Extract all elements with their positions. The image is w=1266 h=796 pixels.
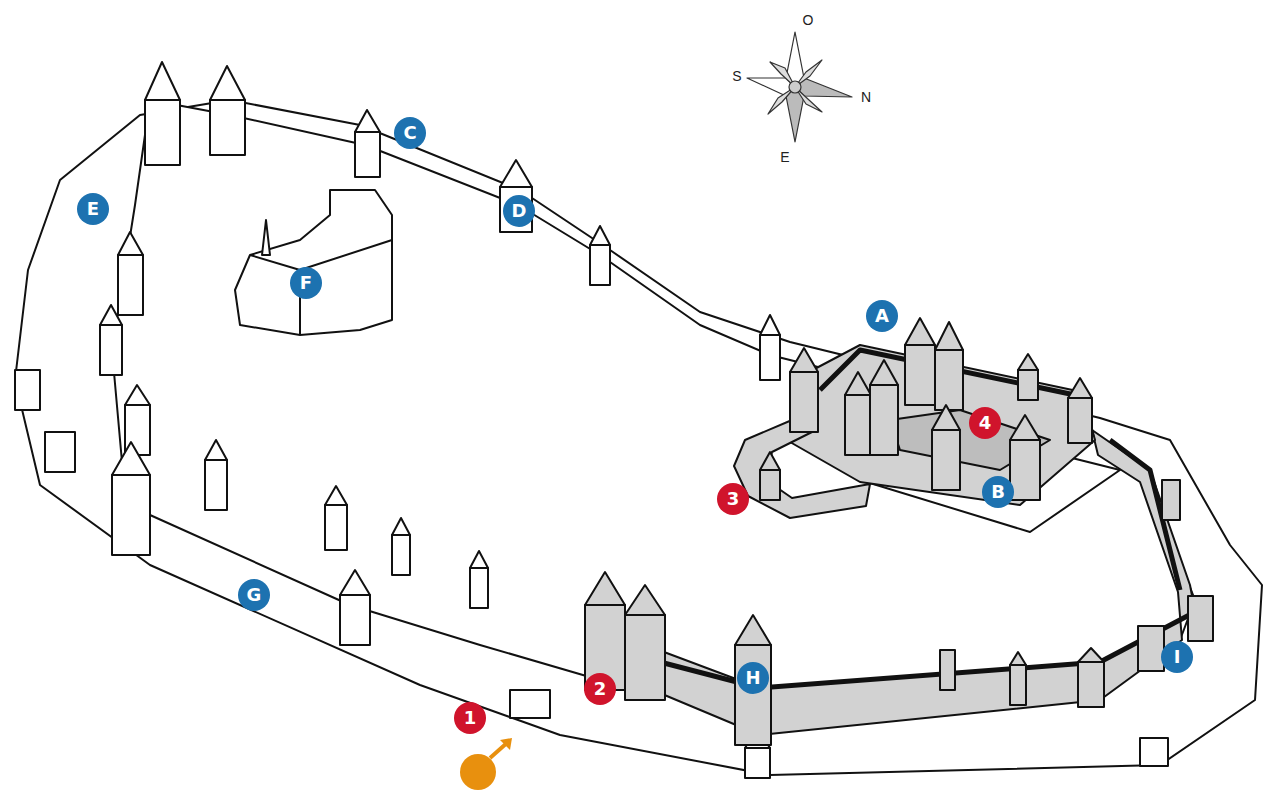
callout-circle: B (982, 476, 1014, 508)
callout-number: 3 (727, 490, 740, 508)
callout-number: 1 (464, 709, 477, 727)
callout-number: B (991, 483, 1005, 501)
callout-number: 4 (979, 414, 992, 432)
callout-circle: I (1161, 641, 1193, 673)
callout-circle: D (503, 195, 535, 227)
callout-number: E (87, 200, 99, 218)
callout-circle: H (737, 662, 769, 694)
callout-number: F (300, 274, 312, 292)
callout-number: 2 (594, 680, 607, 698)
callout-number: I (1174, 648, 1181, 666)
callout-circle: 4 (969, 407, 1001, 439)
callout-number: G (247, 586, 262, 604)
callout-number: C (403, 124, 416, 142)
callout-circle: E (77, 193, 109, 225)
callout-circle: 1 (454, 702, 486, 734)
compass-letter: N (861, 90, 871, 104)
callout-circle: G (238, 579, 270, 611)
callout-number: D (512, 202, 527, 220)
callout-number: H (745, 669, 760, 687)
compass-letter: E (780, 150, 789, 164)
compass-letter: S (732, 69, 741, 83)
callout-circle: 3 (717, 483, 749, 515)
compass-letter: O (803, 13, 814, 27)
callout-circle: C (394, 117, 426, 149)
callout-number: A (875, 307, 889, 325)
callout-circle: 2 (584, 673, 616, 705)
callout-circle: F (290, 267, 322, 299)
callout-circle: A (866, 300, 898, 332)
